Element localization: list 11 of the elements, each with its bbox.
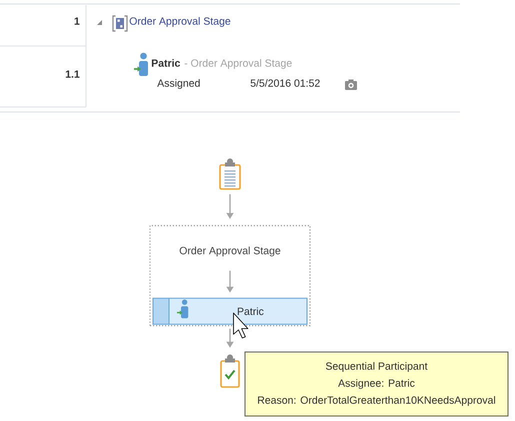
status-text: Assigned (157, 79, 200, 89)
clipboard-icon (219, 158, 241, 190)
stage-link: Order Approval Stage (130, 17, 230, 27)
tooltip: Sequential Participant Assignee: Patric Reason: OrderTotalGreaterthan10KNeedsApproval (244, 352, 508, 416)
participant-name: Patric (152, 59, 180, 67)
timestamp: 5/5/2016 01:52 (250, 79, 320, 87)
row-number: 1.1 (66, 70, 80, 78)
row-number: 1 (74, 17, 80, 25)
participant-bar: Patric (152, 298, 308, 325)
stage-name: - Order Approval Stage (184, 59, 292, 69)
clipboard-icon (220, 354, 240, 388)
